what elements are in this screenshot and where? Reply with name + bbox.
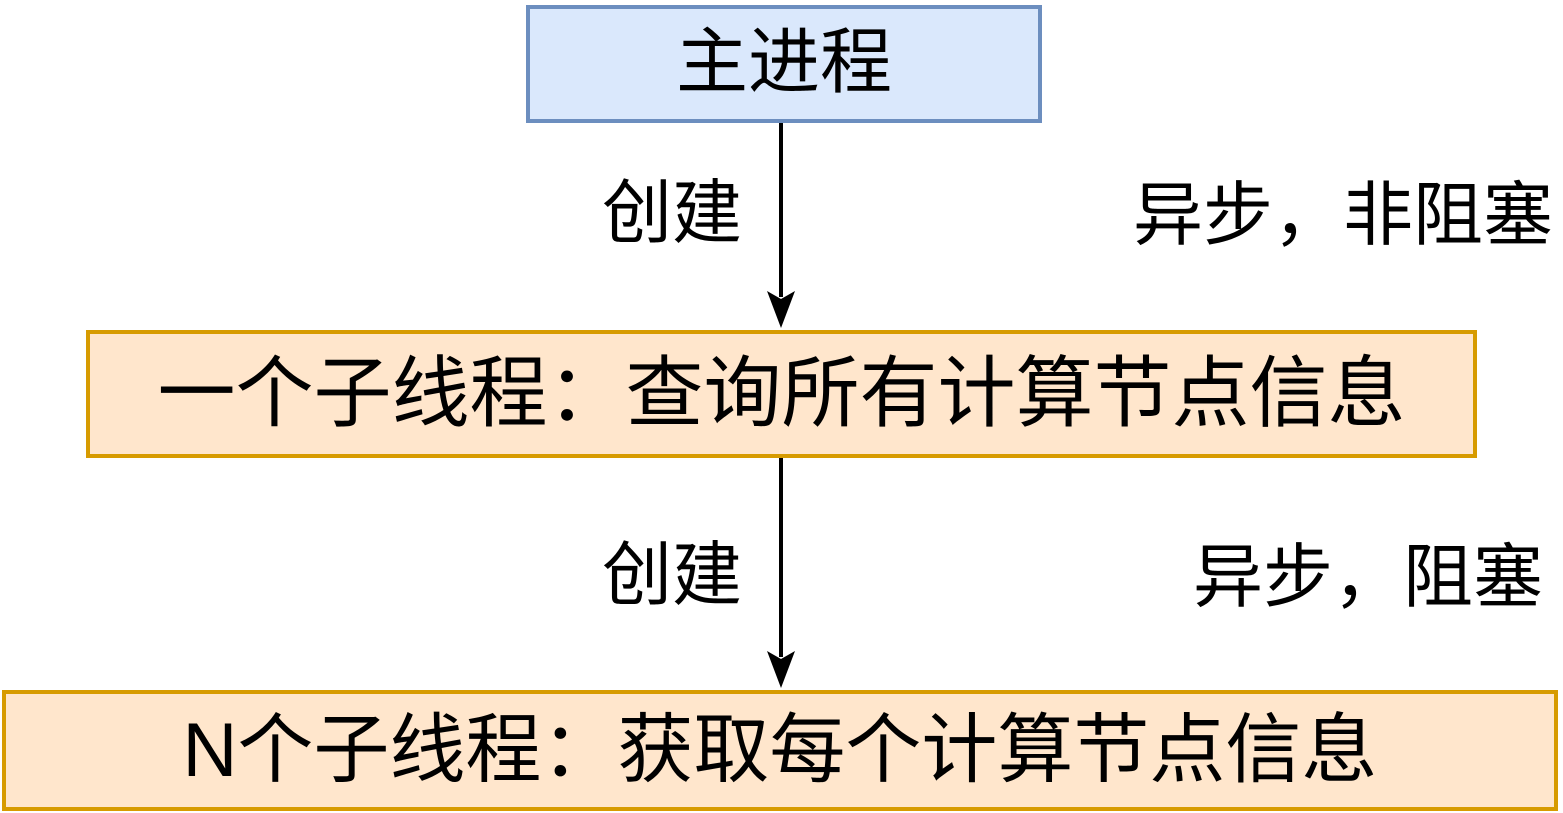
arrow-down-icon [767, 458, 795, 688]
node-n-child-threads-fetch: N个子线程：获取每个计算节点信息 [2, 690, 1558, 811]
edge2-annotation: 异步，阻塞 [1193, 538, 1543, 616]
node-main-process: 主进程 [526, 5, 1042, 123]
edge2-label: 创建 [602, 536, 742, 614]
node-n-child-threads-fetch-label: N个子线程：获取每个计算节点信息 [182, 707, 1378, 793]
edge1-annotation: 异步，非阻塞 [1133, 176, 1553, 254]
node-child-thread-query: 一个子线程：查询所有计算节点信息 [86, 330, 1477, 458]
node-main-process-label: 主进程 [675, 23, 892, 104]
edge1-label: 创建 [602, 174, 742, 252]
arrow-down-icon [767, 123, 795, 328]
node-child-thread-query-label: 一个子线程：查询所有计算节点信息 [157, 349, 1406, 438]
